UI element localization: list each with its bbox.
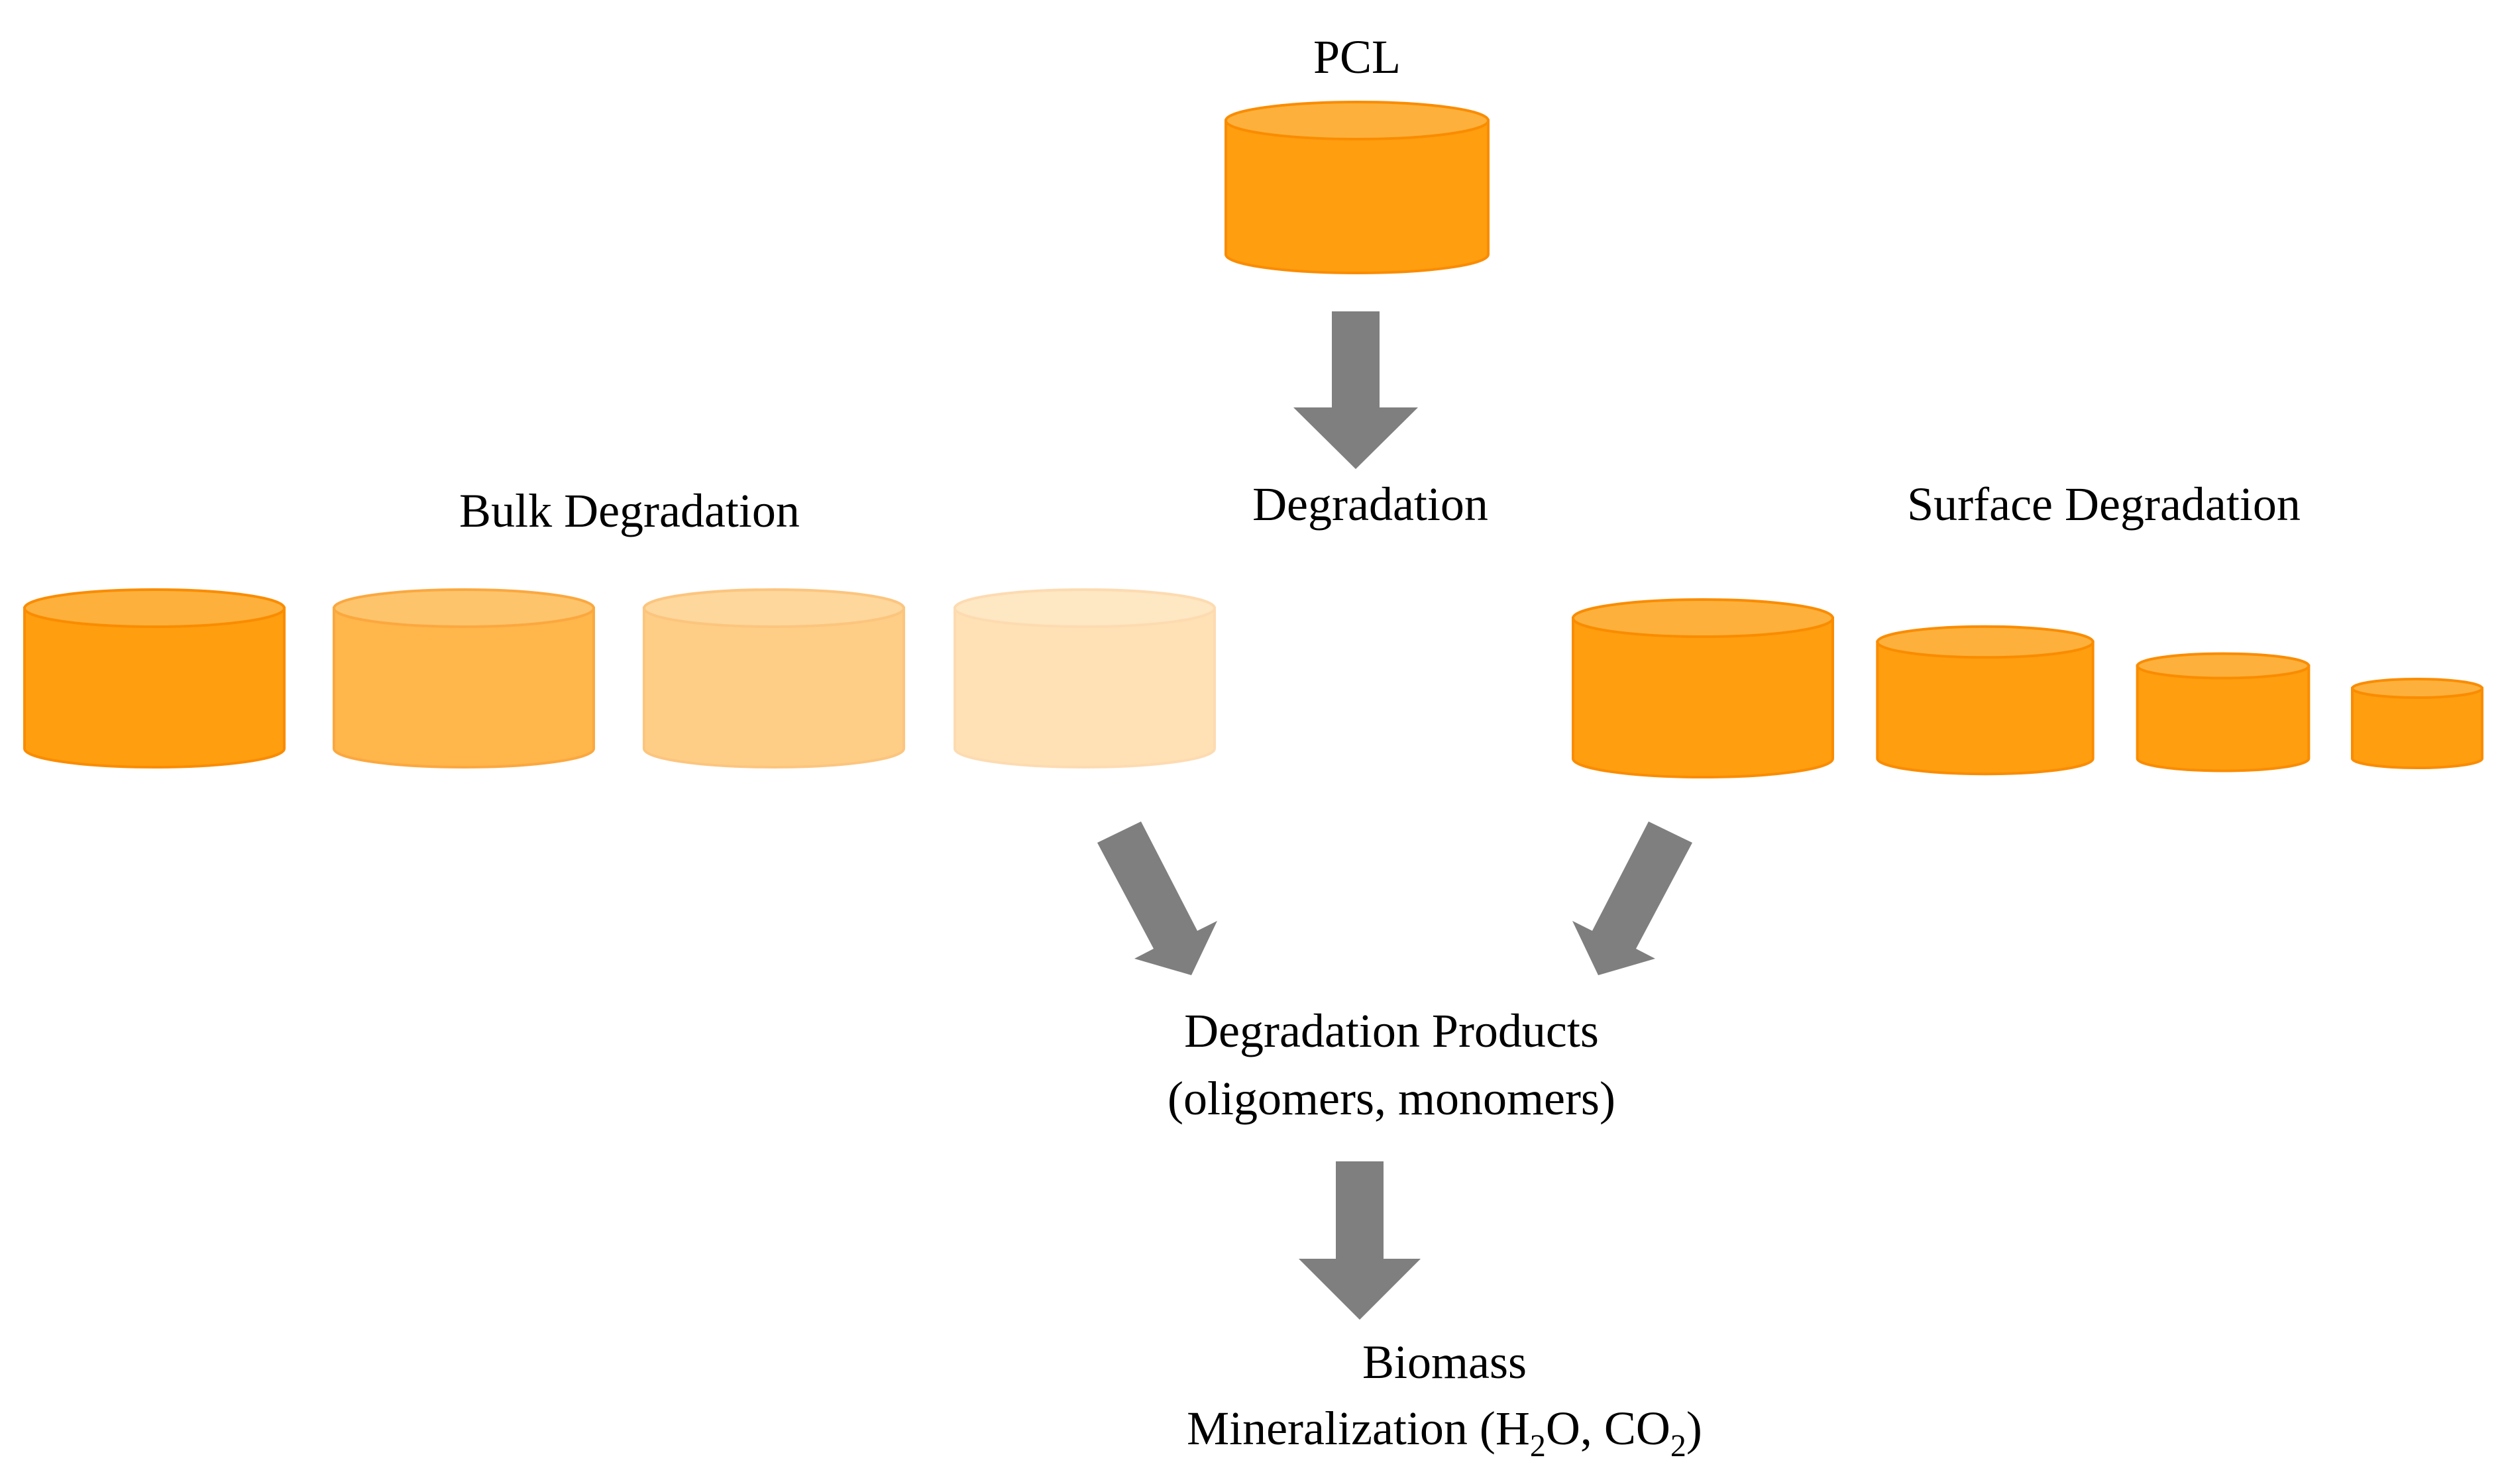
surface-cylinder-2-body bbox=[1876, 641, 2095, 776]
co2-subscript: 2 bbox=[1670, 1428, 1686, 1463]
surface-cylinder-1 bbox=[1572, 598, 1834, 778]
bulk-degradation-cylinders bbox=[23, 588, 1216, 768]
pcl-cylinder-shape bbox=[1225, 101, 1490, 274]
surface-degradation-cylinders bbox=[1572, 598, 2483, 778]
bulk-cylinder-4-top bbox=[953, 588, 1216, 628]
bulk-cylinder-2-top bbox=[333, 588, 595, 628]
surface-degradation-label: Surface Degradation bbox=[1907, 478, 2301, 531]
h2o-subscript: 2 bbox=[1530, 1428, 1546, 1463]
bulk-cylinder-4 bbox=[953, 588, 1216, 768]
bulk-degradation-label: Bulk Degradation bbox=[459, 484, 800, 537]
surface-cylinder-3 bbox=[2136, 652, 2311, 772]
mineralization-label: Mineralization (H2O, CO2) bbox=[1187, 1402, 1702, 1463]
bulk-cylinder-3-top bbox=[643, 588, 905, 628]
bulk-cylinder-1-top bbox=[23, 588, 286, 628]
surface-cylinder-4 bbox=[2351, 678, 2483, 769]
products-label-line2: (oligomers, monomers) bbox=[1168, 1072, 1615, 1125]
surface-cylinder-2 bbox=[1876, 625, 2095, 776]
bulk-cylinder-3-body bbox=[643, 607, 905, 768]
arrow-surface-to-products bbox=[1572, 822, 1692, 975]
bulk-cylinder-3 bbox=[643, 588, 905, 768]
mineralization-mid: O, CO bbox=[1546, 1402, 1670, 1455]
mineralization-prefix: Mineralization (H bbox=[1187, 1402, 1530, 1455]
biomass-label: Biomass bbox=[1362, 1336, 1527, 1389]
pcl-cylinder bbox=[1225, 101, 1490, 274]
surface-cylinder-3-body bbox=[2136, 664, 2311, 772]
bulk-cylinder-2-body bbox=[333, 607, 595, 768]
surface-cylinder-2-top bbox=[1876, 625, 2095, 659]
products-label-line1: Degradation Products bbox=[1184, 1004, 1599, 1057]
pcl-label: PCL bbox=[1313, 30, 1401, 83]
mineralization-suffix: ) bbox=[1686, 1402, 1702, 1455]
bulk-cylinder-1 bbox=[23, 588, 286, 768]
arrow-bulk-to-products bbox=[1097, 822, 1217, 975]
arrow-pcl-to-degradation bbox=[1293, 311, 1418, 469]
bulk-cylinder-4-body bbox=[953, 607, 1216, 768]
bulk-cylinder-1-body bbox=[23, 607, 286, 768]
surface-cylinder-4-body bbox=[2351, 687, 2483, 769]
degradation-label: Degradation bbox=[1252, 478, 1488, 531]
surface-cylinder-3-top bbox=[2136, 652, 2311, 680]
bulk-cylinder-2 bbox=[333, 588, 595, 768]
surface-cylinder-1-body bbox=[1572, 617, 1834, 778]
arrow-products-to-biomass bbox=[1299, 1161, 1421, 1320]
surface-cylinder-1-top bbox=[1572, 598, 1834, 638]
pcl-cylinder-shape-body bbox=[1225, 119, 1490, 274]
pcl-cylinder-shape-top bbox=[1225, 101, 1490, 140]
surface-cylinder-4-top bbox=[2351, 678, 2483, 699]
